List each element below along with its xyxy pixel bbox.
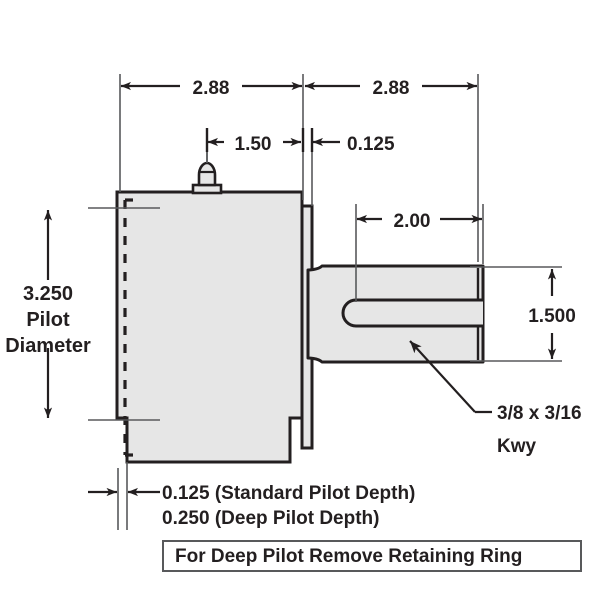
- dimension-shaft-diameter: 1.500: [470, 266, 576, 362]
- keyway-slot: [341, 298, 483, 328]
- callout-label-deep-pilot-depth: 0.250 (Deep Pilot Depth): [162, 508, 380, 529]
- dimension-top-row: 2.88 2.88: [119, 74, 479, 262]
- note-box-border: [162, 540, 582, 572]
- note-box-label: For Deep Pilot Remove Retaining Ring: [175, 546, 522, 567]
- callout-label-keyway-kwy: Kwy: [497, 436, 537, 457]
- dimension-second-row: 1.50 0.125: [205, 128, 395, 206]
- dimension-label-1-500: 1.500: [528, 306, 576, 327]
- dimension-label-2-00: 2.00: [394, 211, 431, 232]
- dimension-pilot-diameter: 3.250 Pilot Diameter: [5, 207, 160, 421]
- pilot-housing-body: [115, 190, 304, 464]
- dimension-label-pilot-word: Pilot: [26, 309, 70, 331]
- dimension-label-diameter-word: Diameter: [5, 335, 91, 357]
- dimension-2-88-left: 2.88: [120, 78, 302, 99]
- dimension-1-50: 1.50: [205, 128, 301, 155]
- dimension-0-125-ring: 0.125: [301, 128, 395, 155]
- callout-label-keyway-size: 3/8 x 3/16: [497, 403, 582, 424]
- hidden-line-dashed: [123, 198, 133, 457]
- callout-keyway: 3/8 x 3/16 Kwy: [409, 340, 582, 457]
- leader-line-keyway: [409, 340, 476, 413]
- dimension-label-0-125-ring: 0.125: [347, 134, 395, 155]
- dimension-2-88-right: 2.88: [304, 78, 477, 99]
- note-box: For Deep Pilot Remove Retaining Ring: [162, 540, 582, 572]
- callout-pilot-depth: 0.125 (Standard Pilot Depth) 0.250 (Deep…: [88, 462, 415, 530]
- dimension-label-2-88-right: 2.88: [373, 78, 410, 99]
- dimension-label-1-50: 1.50: [235, 134, 272, 155]
- callout-label-standard-pilot-depth: 0.125 (Standard Pilot Depth): [162, 483, 415, 504]
- dimension-label-2-88-left: 2.88: [193, 78, 230, 99]
- dimension-label-3-250: 3.250: [23, 283, 73, 305]
- dimension-2-00-keyway: 2.00: [355, 204, 484, 302]
